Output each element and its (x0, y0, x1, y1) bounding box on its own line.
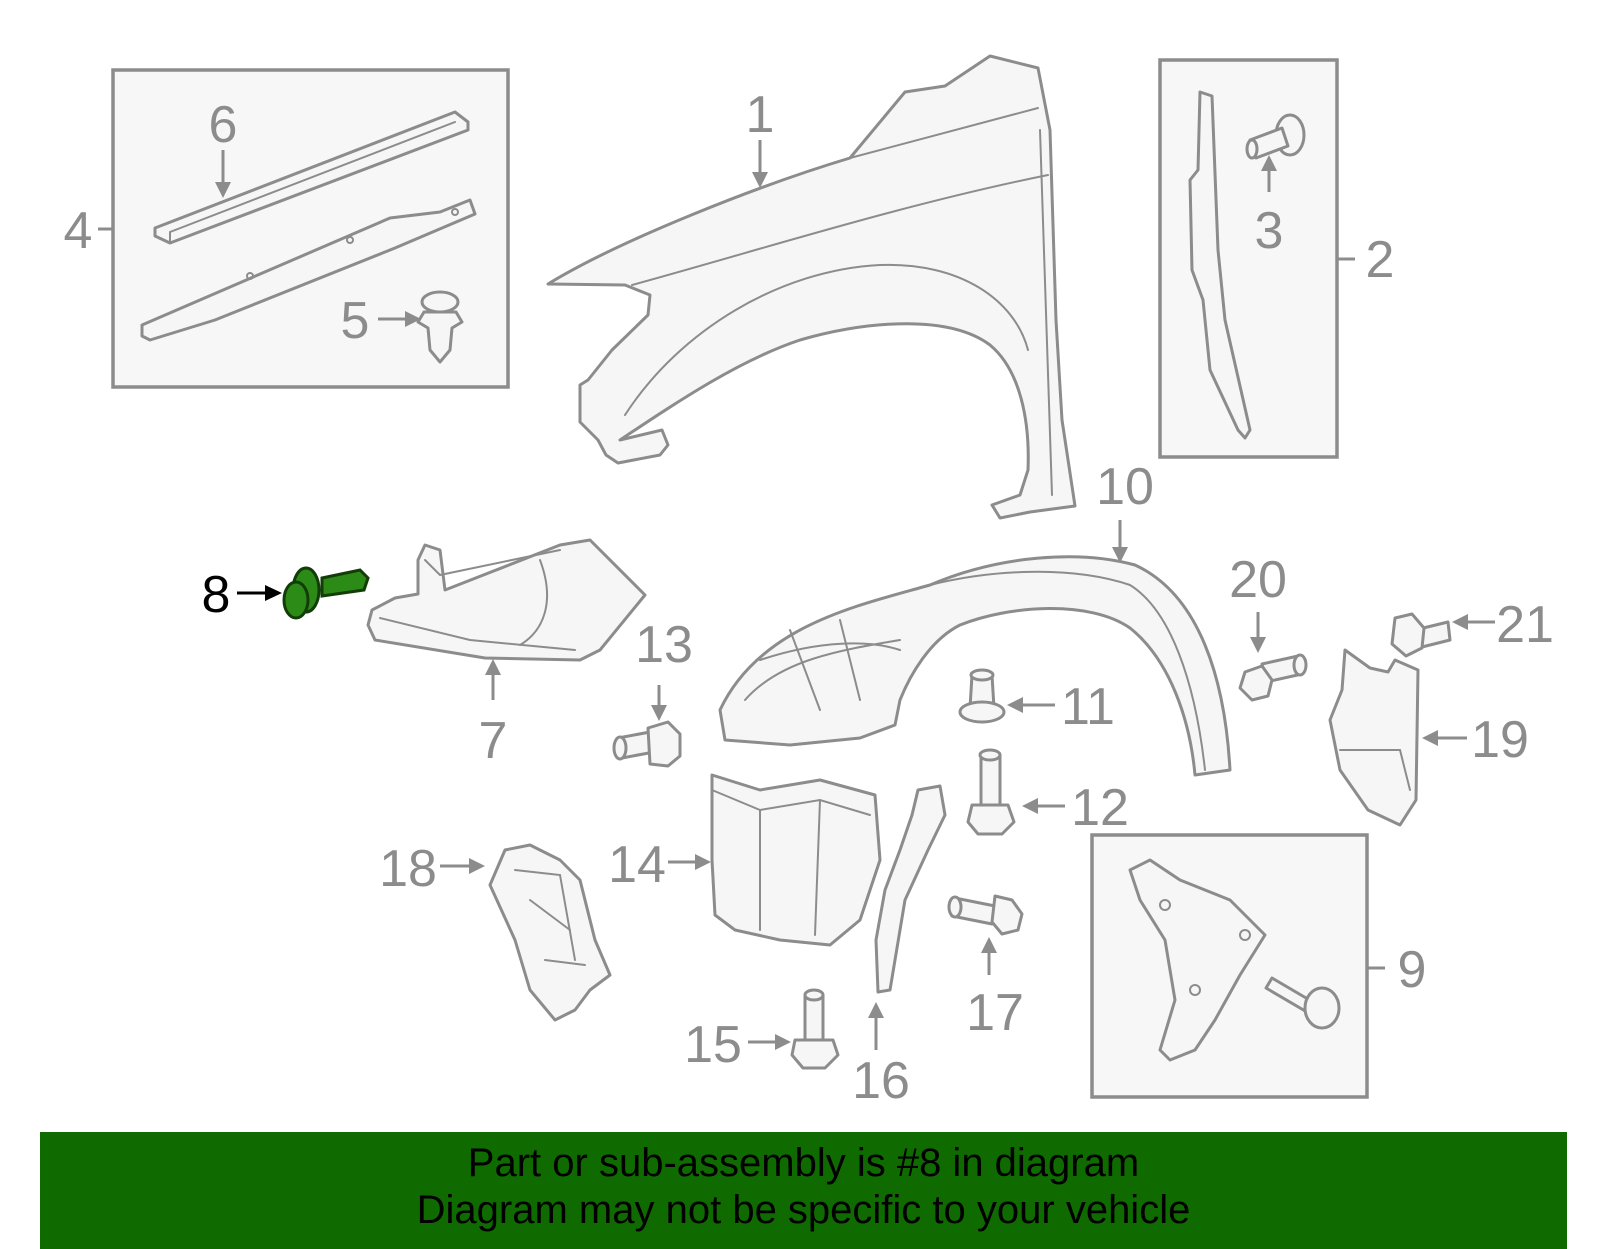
callout-15: 15 (684, 1016, 742, 1074)
leader-lines (98, 140, 1495, 1050)
part-4-lower-rail[interactable] (140, 198, 477, 342)
callout-14: 14 (608, 836, 666, 894)
callout-10: 10 (1096, 458, 1154, 516)
part-20-bolt[interactable] (1238, 653, 1308, 702)
callout-2: 2 (1366, 231, 1395, 289)
part-15-bolt[interactable] (790, 988, 840, 1070)
part-2-molding[interactable] (1188, 90, 1252, 440)
part-11-pin[interactable] (958, 668, 1006, 724)
part-9-bracket[interactable] (1128, 858, 1341, 1062)
part-8-clip[interactable] (282, 566, 370, 620)
callout-18: 18 (379, 840, 437, 898)
part-6-rail[interactable] (153, 110, 470, 245)
part-10-wheel-liner[interactable] (718, 555, 1232, 777)
callout-11: 11 (1061, 678, 1115, 736)
callout-1: 1 (746, 86, 775, 144)
part-17-bolt[interactable] (947, 894, 1024, 936)
banner-line-1: Part or sub-assembly is #8 in diagram (467, 1141, 1140, 1185)
info-banner: Part or sub-assembly is #8 in diagram Di… (40, 1132, 1567, 1249)
callout-6: 6 (209, 96, 238, 154)
callout-8: 8 (202, 566, 231, 624)
part-19-mud-guard[interactable] (1328, 648, 1420, 827)
callout-19: 19 (1471, 711, 1529, 769)
callout-12: 12 (1071, 779, 1129, 837)
part-1-fender[interactable] (546, 54, 1077, 520)
part-12-bolt[interactable] (966, 748, 1016, 836)
callout-7: 7 (479, 712, 508, 770)
callout-21: 21 (1496, 596, 1554, 654)
callout-3: 3 (1255, 202, 1284, 260)
part-5-clip[interactable] (416, 290, 464, 364)
callout-17: 17 (966, 984, 1024, 1042)
callout-9: 9 (1398, 941, 1427, 999)
banner-line-2: Diagram may not be specific to your vehi… (416, 1188, 1191, 1232)
part-16-strip[interactable] (874, 784, 947, 994)
callout-labels: 1 2 3 4 5 6 7 8 9 10 11 12 13 14 15 16 1… (64, 86, 1554, 1110)
part-7-liner-front[interactable] (366, 538, 647, 662)
part-3-pin[interactable] (1245, 113, 1306, 160)
part-21-bolt[interactable] (1390, 612, 1452, 658)
callout-16: 16 (852, 1052, 910, 1110)
callout-20: 20 (1229, 551, 1287, 609)
part-18-guard[interactable] (488, 843, 612, 1022)
part-14-splash-shield[interactable] (710, 773, 882, 947)
callout-4: 4 (64, 202, 93, 260)
part-13-bolt[interactable] (612, 720, 682, 768)
callout-5: 5 (341, 292, 370, 350)
group-box-2 (1158, 58, 1339, 459)
callout-13: 13 (635, 616, 693, 674)
